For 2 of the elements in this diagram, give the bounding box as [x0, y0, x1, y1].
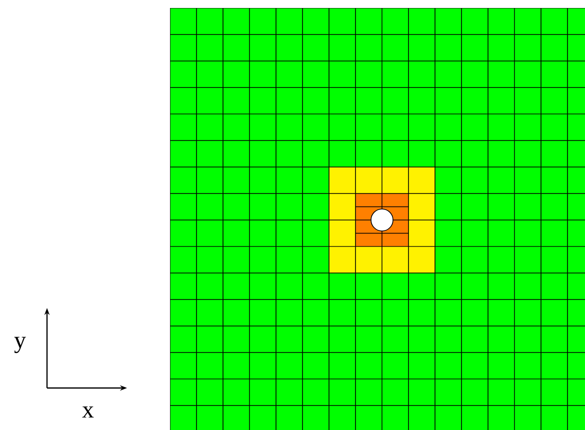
axis-label: x — [82, 406, 94, 418]
axis-label: y — [14, 336, 26, 354]
